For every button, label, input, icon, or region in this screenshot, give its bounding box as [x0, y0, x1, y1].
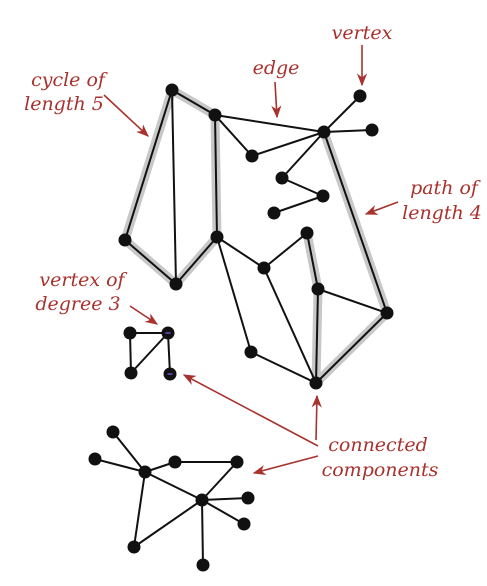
edge-AB-AD: [201, 499, 245, 525]
vertex-B: [208, 108, 222, 122]
vertex-W: [106, 425, 120, 439]
edge-AA-AB: [201, 461, 238, 501]
vertex-U: [124, 366, 138, 380]
arrow-cycle: [103, 94, 149, 137]
edge-B-G: [214, 114, 325, 133]
edge-T-V: [167, 332, 171, 375]
vertex-Q: [244, 345, 258, 359]
edge-T-U: [130, 332, 169, 374]
vertex-mark-T: [165, 332, 171, 334]
edge-B-E: [214, 114, 218, 238]
edge-AB-AE: [133, 499, 203, 548]
vertex-N: [257, 261, 271, 275]
vertex-K: [316, 189, 330, 203]
edge-G-I: [323, 129, 373, 133]
vertex-C: [118, 233, 132, 247]
label-cycle-line2: length 5: [24, 93, 104, 115]
vertex-P: [380, 306, 394, 320]
edge-AB-AC: [201, 497, 249, 501]
vertex-AF: [196, 558, 210, 572]
edge-B-F: [214, 114, 253, 157]
edge-E-N: [216, 236, 265, 269]
vertex-mark-V: [167, 373, 173, 375]
vertex-R: [309, 376, 323, 390]
vertex-AA: [230, 455, 244, 469]
edge-M-O: [306, 232, 319, 290]
vertex-D: [169, 277, 183, 291]
edge-O-R: [315, 288, 319, 384]
edge-G-P: [323, 131, 388, 314]
arrow-component-3: [252, 455, 319, 475]
arrow-degree: [129, 305, 159, 325]
vertex-A: [165, 83, 179, 97]
edge-C-D: [124, 239, 177, 285]
label-vertex: vertex: [332, 22, 393, 44]
edge-Y-AE: [133, 471, 146, 548]
edge-A-D: [171, 89, 177, 285]
label-cycle-line1: cycle of: [31, 69, 108, 91]
arrow-path: [364, 201, 399, 215]
edge-K-L: [273, 195, 324, 214]
arrow-component-2: [311, 394, 322, 441]
vertex-Y: [138, 465, 152, 479]
vertex-L: [267, 206, 281, 220]
edge-N-R: [263, 267, 317, 384]
vertex-M: [300, 226, 314, 240]
edge-G-J: [281, 131, 325, 179]
edge-D-E: [175, 236, 218, 285]
label-edge: edge: [253, 57, 300, 79]
edge-A-B: [171, 89, 216, 116]
label-degree-line2: degree 3: [35, 293, 120, 315]
label-path-line1: path of: [410, 177, 481, 199]
edge-A-C: [124, 89, 173, 241]
edge-S-U: [129, 332, 132, 374]
highlight-layer: [120, 85, 392, 388]
path-highlight: [302, 127, 392, 388]
vertex-O: [311, 282, 325, 296]
edge-AB-AF: [201, 499, 204, 566]
edge-W-Y: [112, 431, 146, 473]
annotation-arrows: [103, 45, 399, 475]
vertex-E: [210, 230, 224, 244]
edge-Q-R: [250, 351, 317, 384]
vertex-layer: [88, 83, 394, 572]
edge-G-H: [323, 95, 361, 133]
vertex-Z: [168, 455, 182, 469]
vertex-G: [317, 125, 331, 139]
edge-X-Y: [94, 458, 146, 473]
arrow-component-1: [182, 374, 319, 447]
label-path-line2: length 4: [402, 202, 482, 224]
edge-Y-AB: [144, 471, 203, 501]
vertex-AD: [237, 517, 251, 531]
vertex-AC: [241, 491, 255, 505]
label-components-line2: components: [322, 459, 439, 481]
vertex-AB: [195, 493, 209, 507]
vertex-X: [88, 452, 102, 466]
vertex-I: [365, 123, 379, 137]
edge-F-G: [251, 131, 325, 157]
edge-O-P: [317, 288, 388, 314]
vertex-H: [353, 89, 367, 103]
edge-P-R: [315, 312, 388, 384]
edge-N-M: [263, 232, 308, 269]
vertex-J: [275, 171, 289, 185]
vertex-AE: [127, 540, 141, 554]
edge-layer: [94, 89, 388, 566]
cycle-highlight: [120, 85, 222, 289]
edge-E-Q: [216, 236, 252, 353]
label-degree-line1: vertex of: [39, 269, 127, 291]
label-components-line1: connected: [328, 434, 427, 456]
vertex-S: [123, 326, 137, 340]
vertex-F: [245, 149, 259, 163]
annotation-labels: cycle of length 5 edge vertex path of le…: [24, 22, 482, 481]
edge-J-K: [281, 177, 324, 197]
arrow-edge: [271, 81, 282, 119]
